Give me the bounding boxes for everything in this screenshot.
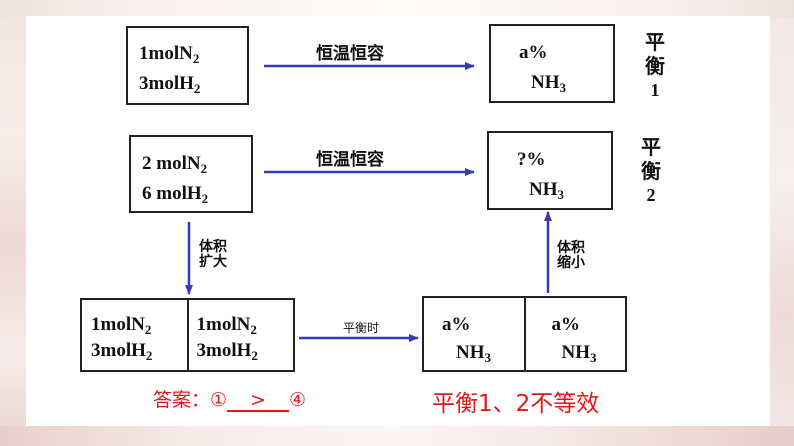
h2-amount-2: 6 molH2 — [142, 183, 209, 206]
split-initial-cell-left: 1molN2 3molH2 — [82, 300, 187, 370]
split-initial-box: 1molN2 3molH2 1molN2 3molH2 — [80, 298, 295, 372]
non-equivalence-note: 平衡1、2不等效 — [432, 391, 600, 417]
initial-box-1: 1molN2 3molH2 — [126, 26, 249, 105]
volume-shrink-label: 体积缩小 — [557, 240, 585, 271]
n2-amount-split-right: 1molN2 — [196, 314, 257, 337]
equilibrium-box-1: a% NH3 — [489, 24, 615, 103]
split-equilibrium-cell-right: a% NH3 — [523, 298, 626, 370]
n2-amount-2: 2 molN2 — [142, 153, 208, 176]
split-equilibrium-box: a% NH3 a% NH3 — [422, 296, 627, 372]
condition-label-row2: 恒温恒容 — [316, 150, 384, 170]
condition-label-row1: 恒温恒容 — [316, 44, 384, 64]
h2-amount-split-right: 3molH2 — [196, 340, 258, 363]
h2-amount-1: 3molH2 — [139, 73, 201, 96]
answer-blank: > — [227, 390, 290, 412]
percent-split-right: a% — [551, 314, 581, 335]
answer-line: 答案：①>④ — [153, 389, 307, 412]
n2-amount-split-left: 1molN2 — [91, 314, 152, 337]
equilibrium-box-2: ?% NH3 — [487, 131, 613, 210]
n2-amount-1: 1molN2 — [139, 43, 200, 66]
percent-row2: ?% — [517, 149, 546, 170]
volume-expand-label: 体积扩大 — [199, 239, 227, 270]
nh3-row1: NH3 — [531, 72, 566, 95]
h2-amount-split-left: 3molH2 — [91, 340, 153, 363]
nh3-split-left: NH3 — [456, 342, 491, 365]
nh3-split-right: NH3 — [561, 342, 597, 365]
nh3-row2: NH3 — [529, 179, 564, 202]
split-initial-cell-right: 1molN2 3molH2 — [186, 300, 294, 370]
split-equilibrium-cell-left: a% NH3 — [424, 298, 524, 370]
condition-label-row3: 平衡时 — [343, 321, 380, 335]
initial-box-2: 2 molN2 6 molH2 — [129, 135, 253, 213]
percent-split-left: a% — [442, 314, 471, 335]
percent-row1: a% — [519, 42, 548, 63]
